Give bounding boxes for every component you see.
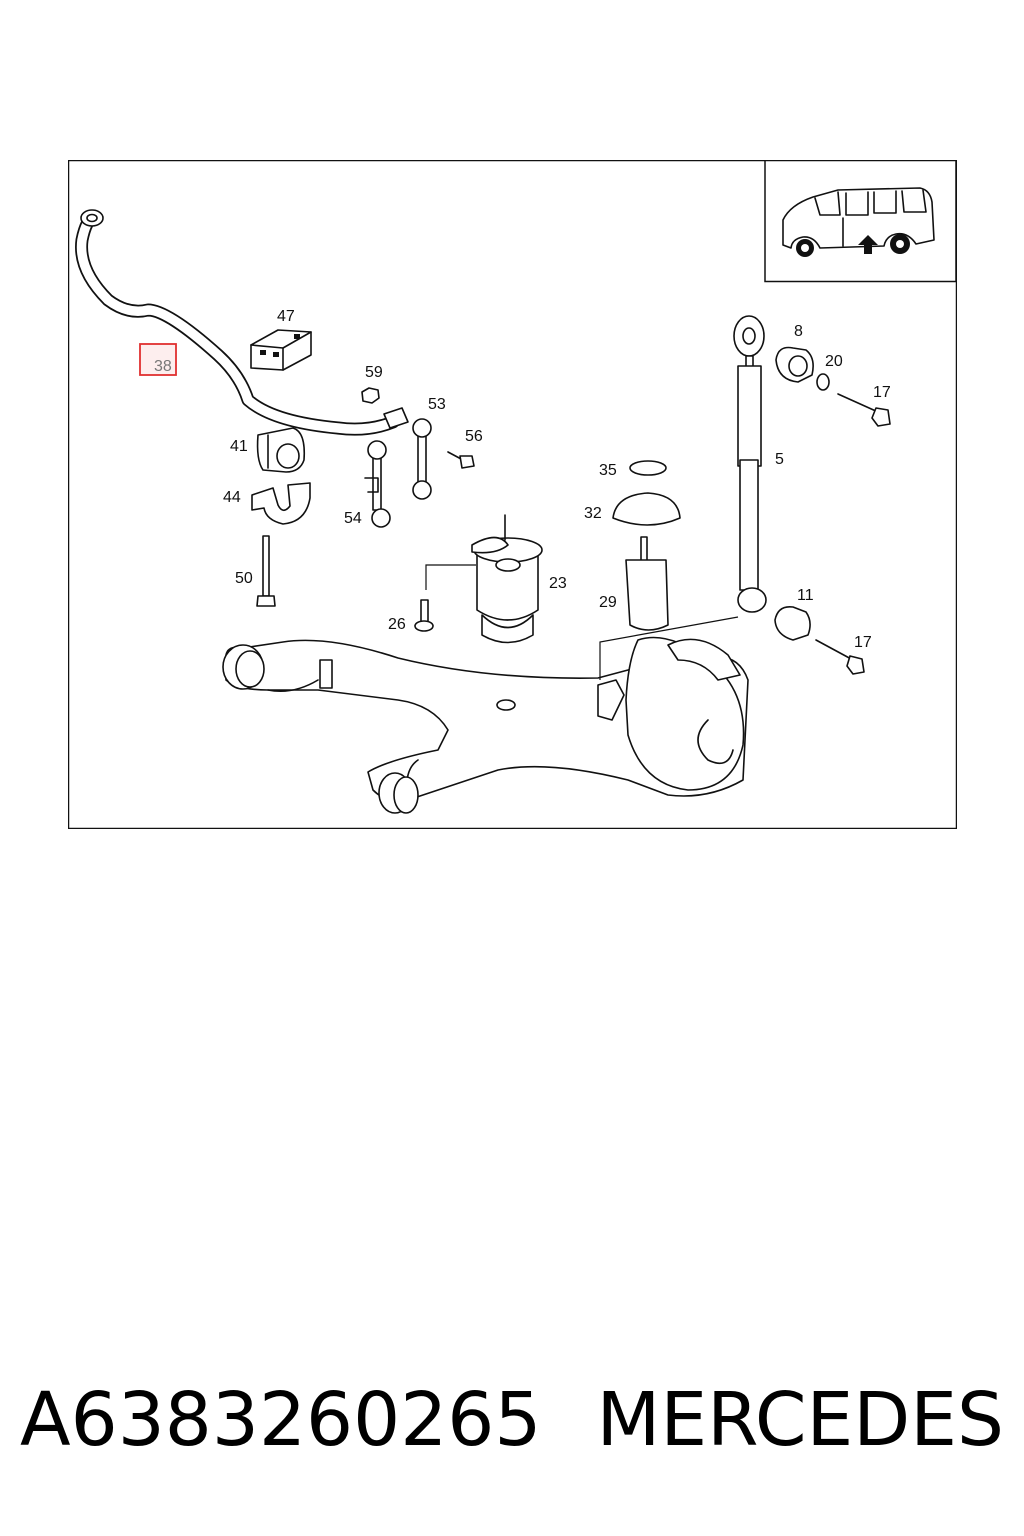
bracket-drawing [251,482,311,525]
rear-axle-drawing [222,636,749,814]
callout-20: 20 [825,353,843,370]
small-bolt-drawing [447,451,475,469]
callout-47: 47 [277,308,295,325]
parts-diagram: 38 47 59 53 56 41 44 54 50 26 23 35 32 2… [68,160,957,829]
inset-vehicle-view [764,160,957,283]
stabilizer-bar-drawing [75,209,409,436]
stabilizer-link-drawing [364,418,432,528]
callout-56: 56 [465,428,483,445]
callout-29: 29 [599,594,617,611]
washer-and-bolts-drawing [815,373,891,675]
bushing-drawing [256,427,306,473]
callout-32: 32 [584,505,602,522]
arrow-up-icon [858,235,878,254]
callout-35: 35 [599,462,617,479]
callout-8: 8 [794,323,803,340]
callout-59: 59 [365,364,383,381]
highlight-box-38 [139,343,177,376]
shock-bushings-drawing [774,346,814,641]
part-number: A6383260265 [20,1377,542,1463]
bump-stop-drawing [612,460,681,631]
callout-50: 50 [235,570,253,587]
bolt-26-drawing [414,599,434,632]
callout-17-upper: 17 [873,384,891,401]
callout-26: 26 [388,616,406,633]
brand-name: MERCEDES [596,1377,1004,1463]
long-bolt-drawing [256,535,276,607]
nut-drawing [361,387,380,404]
callout-44: 44 [223,489,241,506]
callout-5: 5 [775,451,784,468]
callout-54: 54 [344,510,362,527]
van-icon [782,187,935,257]
mounting-block-drawing [250,329,312,371]
shock-absorber-drawing [733,315,767,613]
callout-23: 23 [549,575,567,592]
callout-17-lower: 17 [854,634,872,651]
callout-11: 11 [797,587,814,604]
callout-38: 38 [154,358,172,375]
footer-caption: A6383260265 MERCEDES [20,1370,1004,1470]
leader-lines [425,564,739,680]
callout-53: 53 [428,396,446,413]
air-spring-drawing [471,514,543,644]
callout-41: 41 [230,438,248,455]
